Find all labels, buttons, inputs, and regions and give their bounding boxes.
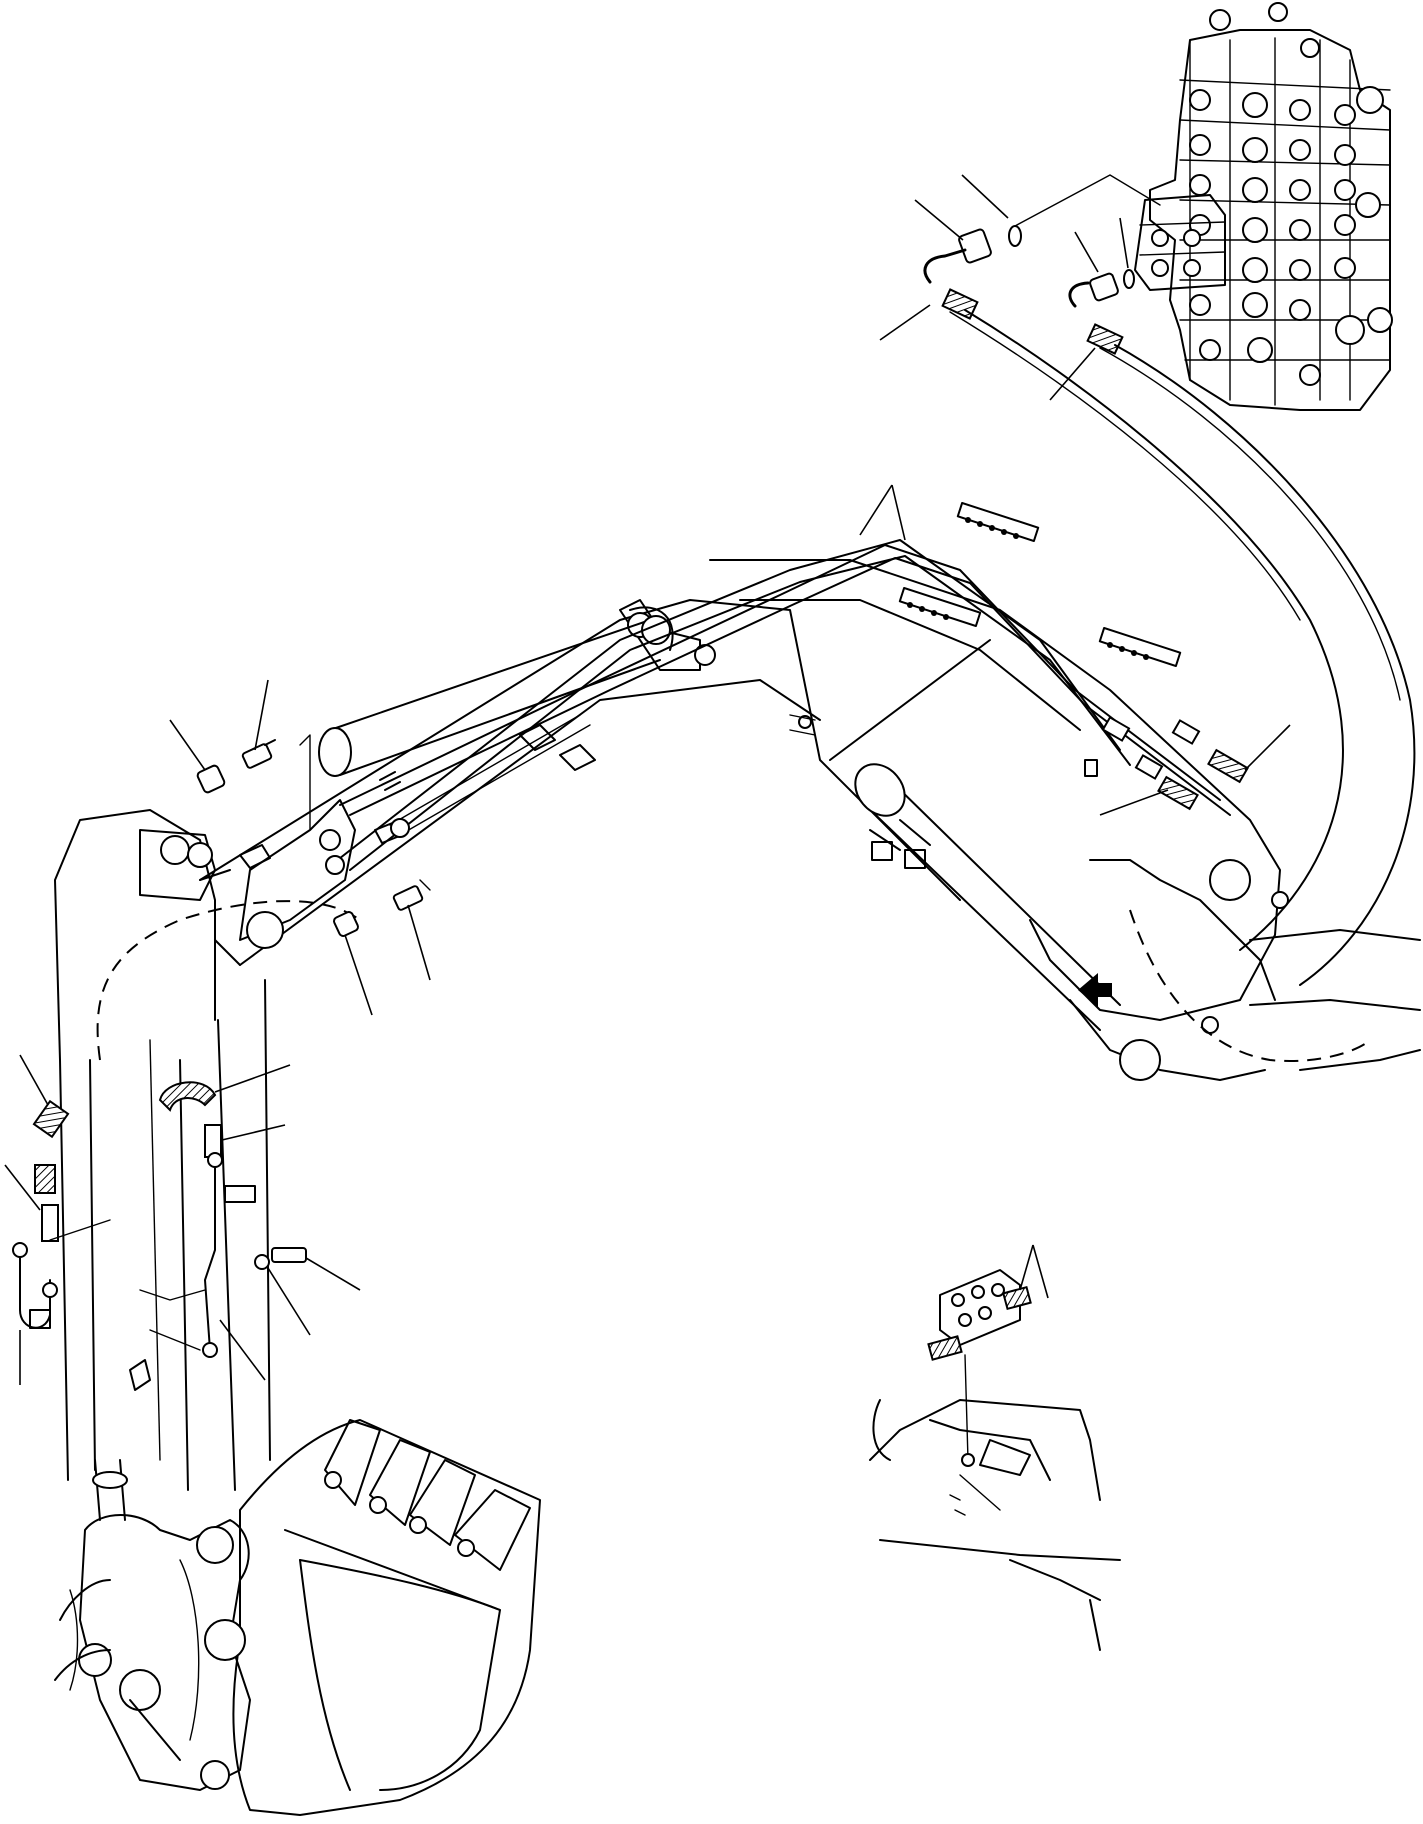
leader-arm-fitting-c <box>407 904 431 981</box>
excavator-boom-and-arm <box>54 559 1421 1491</box>
pipe-clamp-mid <box>898 586 982 628</box>
leader-left-adapter <box>4 1164 41 1211</box>
control-valve-block <box>1134 2 1393 411</box>
adapter-upper <box>958 228 992 264</box>
adapter-lower <box>1089 272 1119 302</box>
detail-inset-connector-block <box>869 1269 1121 1651</box>
pipe-clamp-top-right <box>956 501 1040 543</box>
boom-pipes <box>239 501 1249 875</box>
leader-o-ring-lower <box>1119 217 1129 269</box>
leader-right-hose <box>214 1064 291 1093</box>
leader-inset-connector-b <box>1032 1244 1049 1299</box>
leader-right-adapter <box>221 1124 286 1141</box>
leader-boom-pipe-end <box>1244 724 1291 771</box>
leader-right-pipe <box>219 1319 266 1381</box>
leader-bolt <box>305 1257 361 1291</box>
pointer-arrow <box>1078 973 1112 1007</box>
arm-head-fittings <box>196 734 431 937</box>
leader-pipes-right <box>891 484 906 541</box>
leader-hose-lower <box>1049 347 1096 401</box>
leader-washer <box>267 1267 311 1336</box>
bucket-cylinder-piping <box>12 1081 307 1521</box>
callout-leaders <box>4 174 1291 1385</box>
leader-o-ring-upper <box>961 174 1009 219</box>
leader-arm-fitting-b <box>169 719 206 771</box>
leader-elbow-upper <box>879 304 931 341</box>
valve-fittings <box>923 174 1416 986</box>
pipe-clamp-right <box>1098 626 1182 668</box>
leader-inset-connector-a <box>1019 1244 1034 1291</box>
o-ring-upper <box>1008 225 1022 247</box>
hose-end-lower <box>1086 323 1124 355</box>
leader-arm-fitting-a <box>254 679 269 751</box>
bucket <box>54 1419 541 1816</box>
leader-pipes-left <box>859 484 893 536</box>
leader-adapter-upper <box>914 199 964 241</box>
leader-boom-hose-end <box>1099 789 1169 816</box>
leader-arm-fitting-d <box>344 934 373 1016</box>
leader-left-hose <box>19 1054 49 1106</box>
leader-adapter-lower <box>1074 231 1099 273</box>
o-ring-lower <box>1123 269 1135 289</box>
